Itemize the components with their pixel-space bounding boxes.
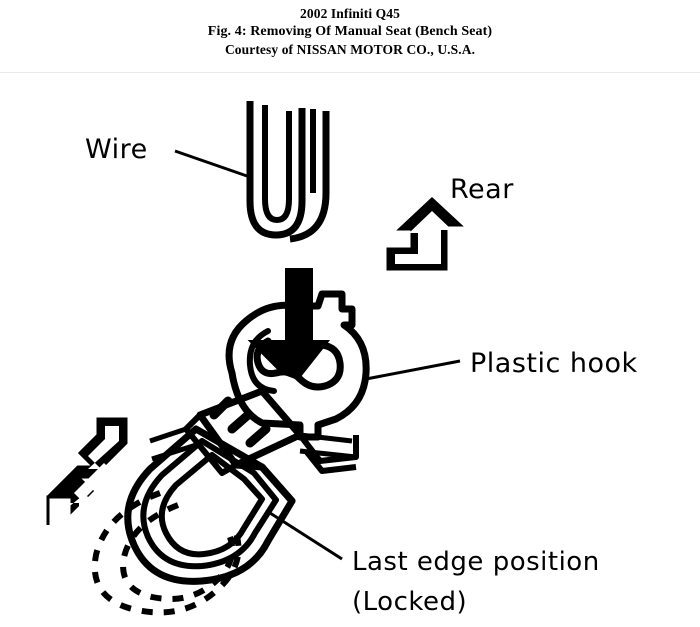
last-edge-position-leader-line (269, 511, 343, 561)
ghost-ring-dashed (91, 490, 242, 616)
wire-label: Wire (85, 134, 148, 165)
swing-motion-arrow (46, 417, 128, 525)
last-edge-position-label: Last edge position (352, 547, 600, 577)
header-line-courtesy: Courtesy of NISSAN MOTOR CO., U.S.A. (224, 42, 476, 58)
figure-header: 2002 Infiniti Q45 Fig. 4: Removing Of Ma… (0, 0, 700, 72)
plastic-hook-label: Plastic hook (470, 348, 638, 379)
header-divider (0, 72, 700, 73)
wire-part (246, 101, 330, 243)
wire-leader-line (174, 149, 248, 178)
insertion-arrow (247, 268, 331, 382)
rear-direction-arrow (386, 196, 464, 271)
plastic-hook-leader-line (365, 359, 461, 381)
rear-label: Rear (450, 174, 514, 205)
hook-lower-tab (297, 433, 359, 474)
header-line-vehicle: 2002 Infiniti Q45 (300, 6, 400, 21)
diagram-svg: Wire Rear (46, 101, 638, 617)
locked-label: (Locked) (352, 587, 467, 617)
header-line-figure-title: Fig. 4: Removing Of Manual Seat (Bench S… (207, 23, 493, 39)
figure-diagram: Wire Rear (0, 73, 700, 627)
